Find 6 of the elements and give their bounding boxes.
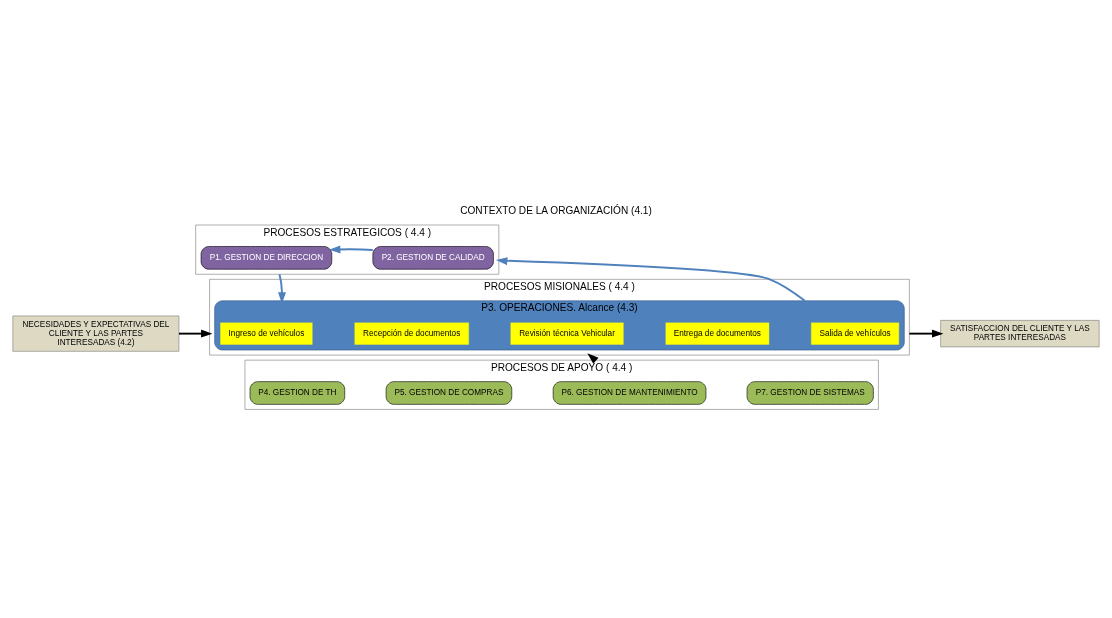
arrow <box>908 329 944 338</box>
diagram-title: CONTEXTO DE LA ORGANIZACIÓN (4.1) <box>460 205 652 217</box>
arrow <box>178 329 213 338</box>
arrow <box>496 257 806 302</box>
arrow <box>278 273 286 304</box>
arrow <box>329 245 374 254</box>
